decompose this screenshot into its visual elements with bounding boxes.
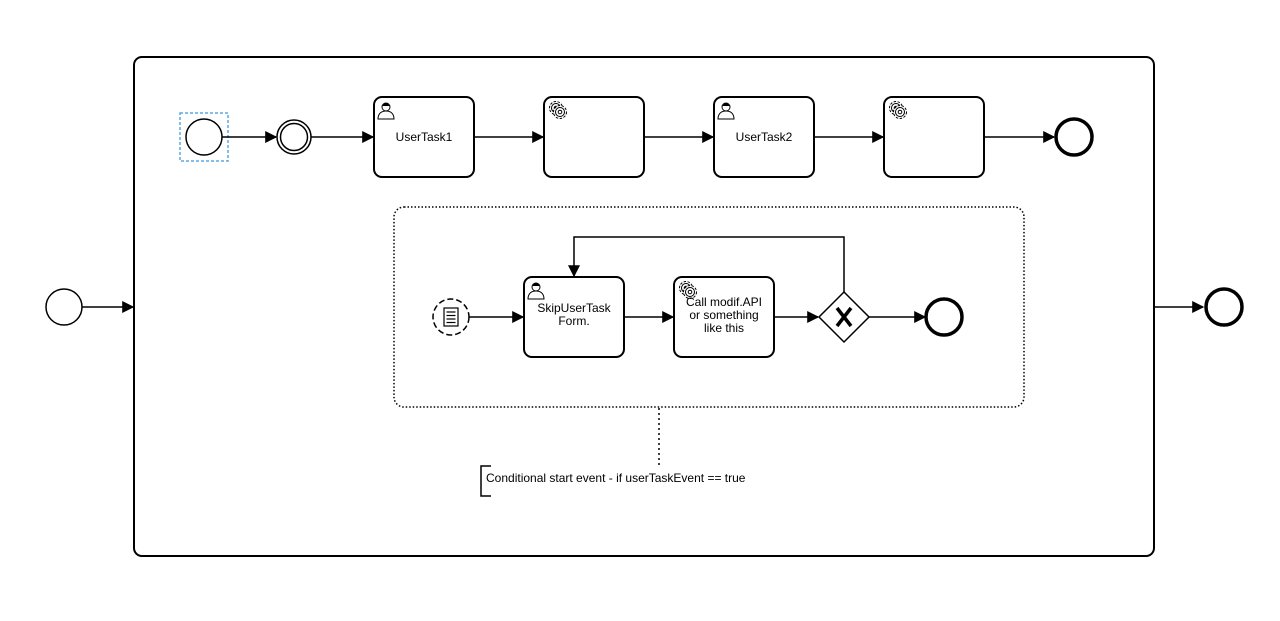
start-event[interactable] <box>185 118 223 156</box>
intermediate-event-inner <box>279 122 309 152</box>
event-subprocess[interactable] <box>393 206 1025 408</box>
task-service-1-label <box>548 101 640 173</box>
annotation-text: Conditional start event - if userTaskEve… <box>486 471 746 485</box>
intermediate-event[interactable] <box>276 119 312 155</box>
exclusive-x-icon <box>835 306 853 328</box>
end-event[interactable] <box>1054 117 1094 157</box>
task-call-api-label: Call modif.API or something like this <box>685 295 763 335</box>
sub-flow-loop[interactable] <box>568 236 845 292</box>
task-usertask2-label: UserTask2 <box>735 129 793 144</box>
task-service-2-label <box>888 101 980 173</box>
outer-start-event[interactable] <box>45 288 83 326</box>
outer-end-event[interactable] <box>1204 287 1244 327</box>
conditional-document-icon <box>443 307 459 327</box>
task-usertask1-label: UserTask1 <box>395 129 453 144</box>
sub-end-event[interactable] <box>924 297 964 337</box>
annotation-bracket[interactable] <box>480 465 491 497</box>
task-skipusertask-label: SkipUserTask Form. <box>537 301 611 328</box>
